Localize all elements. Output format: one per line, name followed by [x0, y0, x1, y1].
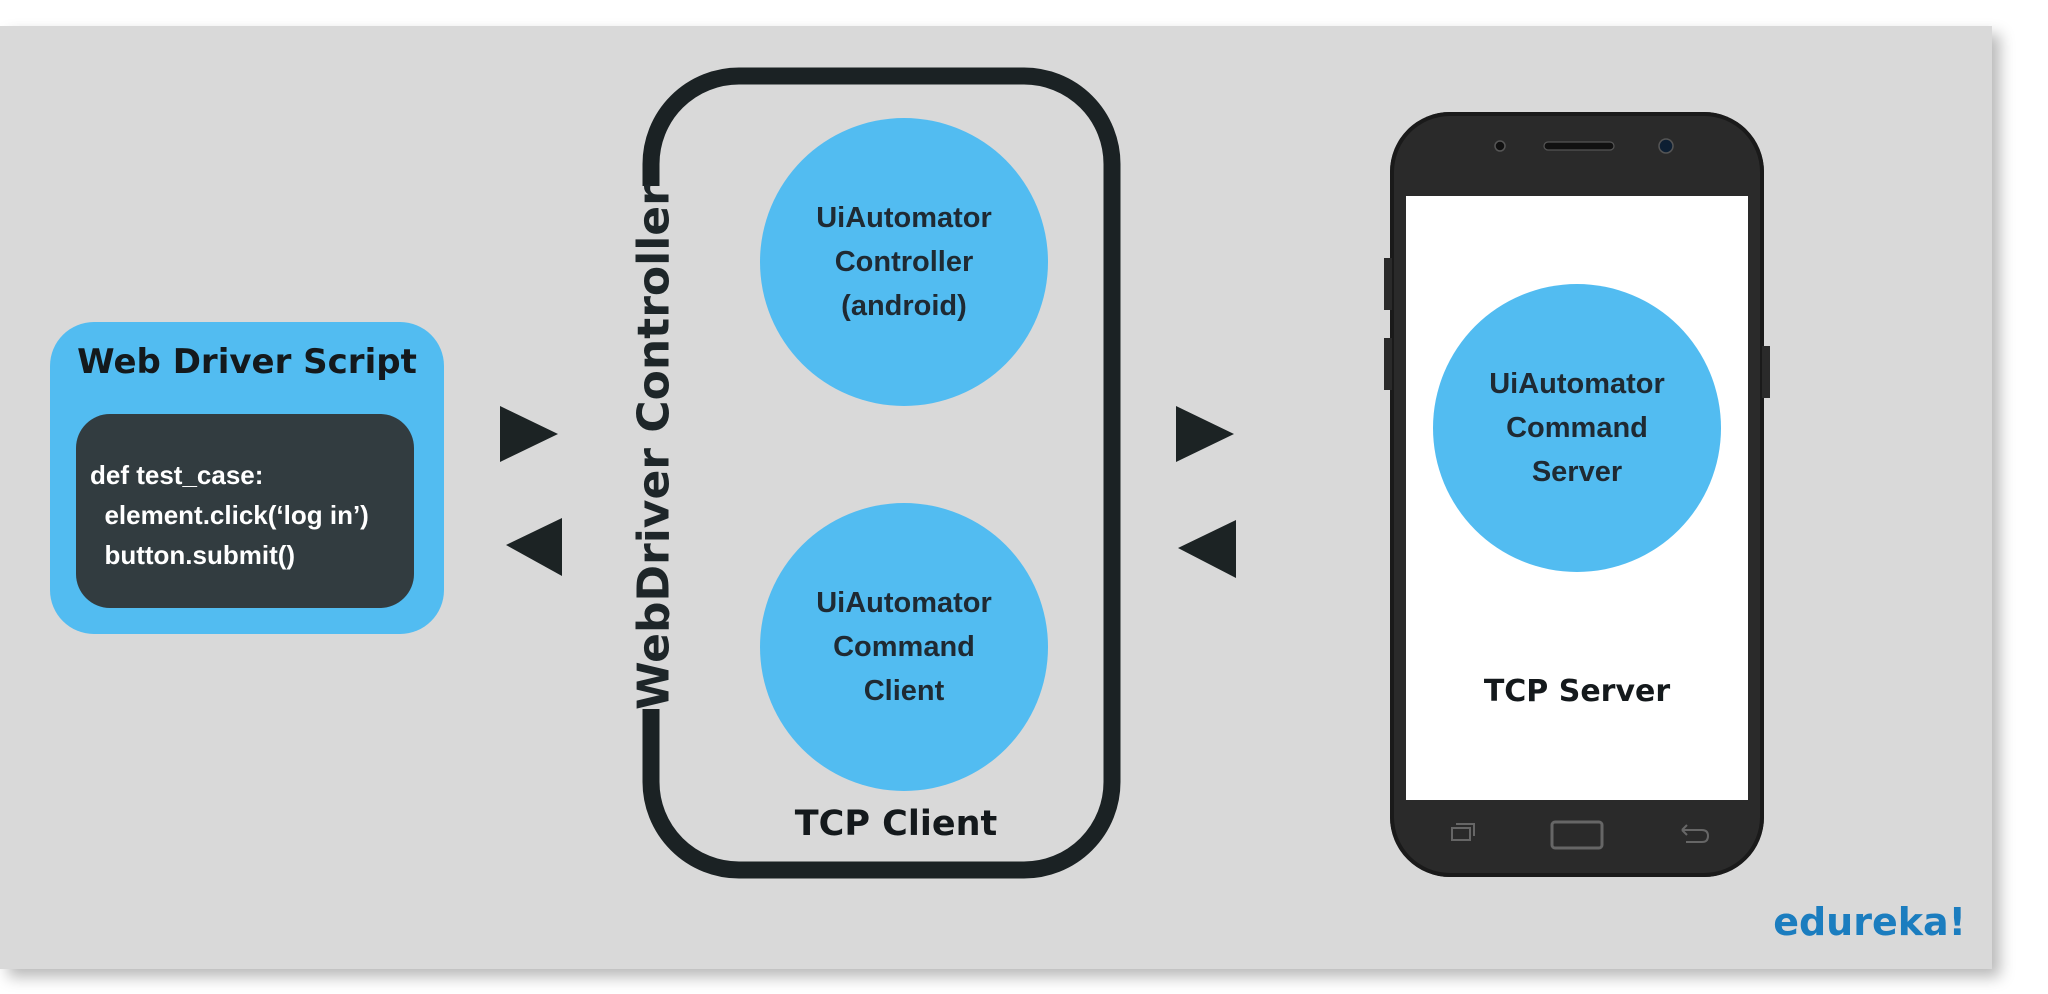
webdriver-controller-label: WebDriver Controller — [628, 184, 680, 710]
arrow-left-icon — [1178, 520, 1236, 578]
sensor-icon — [1494, 140, 1506, 152]
uiautomator-controller-circle: UiAutomator Controller (android) — [760, 118, 1048, 406]
web-driver-script-box: Web Driver Script def test_case: element… — [50, 322, 444, 634]
web-driver-script-title: Web Driver Script — [77, 342, 417, 382]
code-line: element.click(‘log in’) — [90, 500, 369, 530]
controller-frame — [642, 67, 1121, 879]
recent-apps-icon — [1451, 823, 1475, 841]
tcp-client-label: TCP Client — [794, 804, 998, 844]
code-line: def test_case: — [90, 460, 264, 490]
speaker-grille-icon — [1543, 141, 1615, 151]
arrow-right-icon — [500, 406, 558, 462]
code-line: button.submit() — [90, 540, 296, 570]
uiautomator-command-server-circle: UiAutomator Command Server — [1433, 284, 1721, 572]
arrows-controller-device — [1176, 406, 1236, 578]
front-camera-icon — [1658, 138, 1674, 154]
phone-power-button — [1762, 346, 1770, 398]
tcp-server-label: TCP Server — [1483, 674, 1671, 709]
edureka-logo: edureka! — [1773, 900, 1966, 944]
arrow-right-icon — [1176, 406, 1234, 462]
code-snippet-box: def test_case: element.click(‘log in’) b… — [76, 414, 414, 608]
arrows-script-controller — [500, 406, 562, 576]
phone-volume-button — [1384, 338, 1392, 390]
uiautomator-command-client-circle: UiAutomator Command Client — [760, 503, 1048, 791]
phone-volume-button — [1384, 258, 1392, 310]
back-button-icon — [1681, 824, 1710, 843]
phone-details — [1384, 138, 1770, 850]
arrow-left-icon — [506, 518, 562, 576]
home-button-icon — [1550, 820, 1604, 850]
